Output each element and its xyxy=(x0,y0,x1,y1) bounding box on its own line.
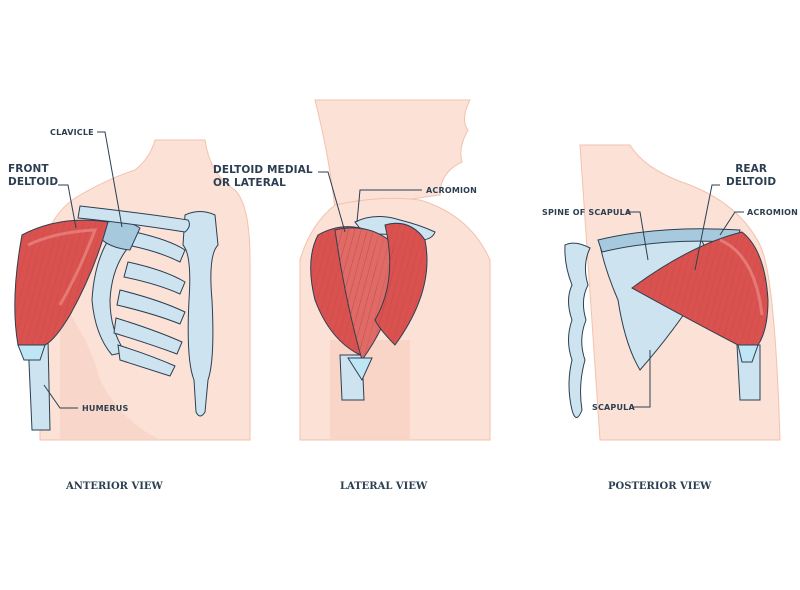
posterior-acromion-label: ACROMION xyxy=(747,208,799,217)
leader-lines xyxy=(43,131,744,409)
anterior-view-illustration xyxy=(14,139,251,441)
scapula-label: SCAPULA xyxy=(592,403,635,412)
rear-deltoid-label: REAR DELTOID xyxy=(726,163,776,189)
rear-deltoid-label-line1: REAR xyxy=(735,163,768,175)
posterior-acromion-leader xyxy=(719,211,744,236)
anterior-chest-shade xyxy=(60,300,160,440)
spine-of-scapula-label: SPINE OF SCAPULA xyxy=(542,208,632,217)
deltoid-medial-label: DELTOID MEDIAL OR LATERAL xyxy=(213,164,313,190)
lateral-head-skin xyxy=(314,99,471,211)
lateral-view-illustration xyxy=(299,99,491,441)
rear-deltoid-label-line2: DELTOID xyxy=(726,176,777,188)
deltoid-medial-label-line2: OR LATERAL xyxy=(213,177,286,189)
clavicle-bone xyxy=(77,205,190,233)
front-deltoid-leader xyxy=(58,184,77,229)
rear-deltoid-tendon xyxy=(737,344,759,363)
rear-deltoid-leader xyxy=(694,184,720,271)
lateral-acromion-leader xyxy=(356,189,422,223)
front-deltoid-label-line1: FRONT xyxy=(8,163,49,175)
lateral-deltoid-muscle xyxy=(310,222,428,362)
deltoid-medial-leader xyxy=(318,171,346,233)
sternum-bone xyxy=(182,211,219,417)
front-deltoid-label-line2: DELTOID xyxy=(8,176,59,188)
deltoid-medial-label-line1: DELTOID MEDIAL xyxy=(213,164,313,176)
clavicle-leader xyxy=(97,131,123,228)
spine-of-scapula-leader xyxy=(626,211,649,261)
lateral-deltoid-tendon xyxy=(347,357,373,382)
humerus-leader xyxy=(43,384,78,409)
lateral-view-title: LATERAL VIEW xyxy=(340,481,428,492)
clavicle-label: CLAVICLE xyxy=(50,128,94,137)
lateral-acromion-label: ACROMION xyxy=(426,186,478,195)
front-deltoid-label: FRONT DELTOID xyxy=(8,163,58,189)
posterior-view-illustration xyxy=(564,144,781,441)
scapula-leader xyxy=(632,350,651,408)
vertebral-column xyxy=(564,242,591,418)
anterior-view-title: ANTERIOR VIEW xyxy=(66,481,163,492)
front-deltoid-tendon xyxy=(17,344,46,361)
rib-cage xyxy=(91,224,186,377)
humerus-label: HUMERUS xyxy=(82,404,129,413)
posterior-view-title: POSTERIOR VIEW xyxy=(608,481,712,492)
